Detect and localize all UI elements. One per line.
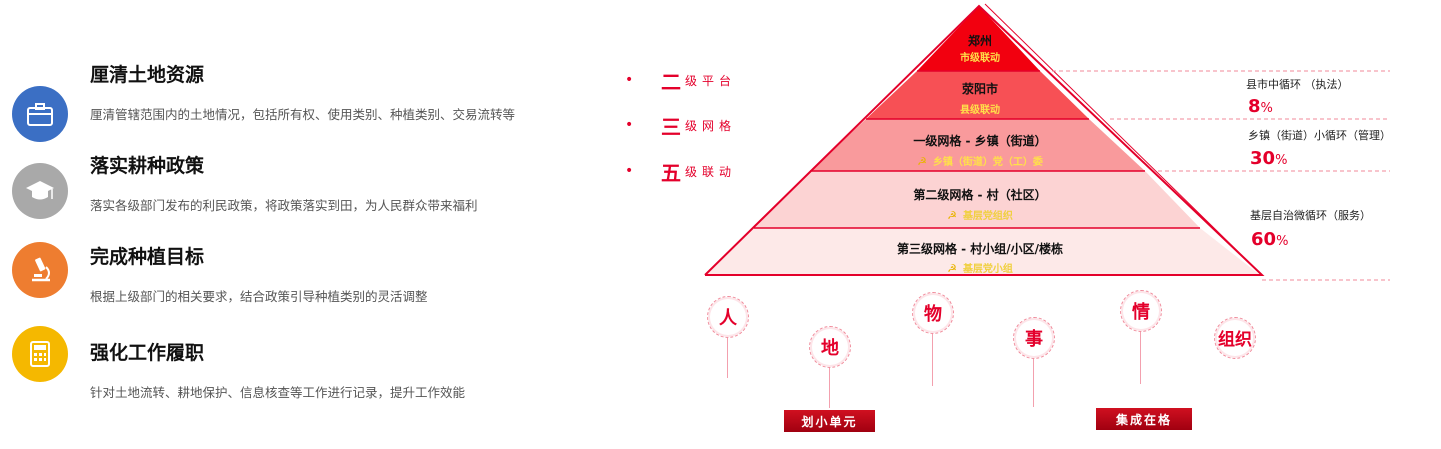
node-ring bbox=[707, 296, 749, 338]
tier-sub-label: 乡镇（街道）党（工）委 bbox=[932, 157, 1043, 168]
node-stem bbox=[932, 334, 933, 386]
pyramid-tier-4 bbox=[754, 171, 1200, 228]
briefcase-icon bbox=[12, 86, 68, 142]
tag-integrate-grid: 集成在格 bbox=[1096, 408, 1192, 430]
feature-desc: 落实各级部门发布的利民政策，将政策落实到田，为人民群众带来福利 bbox=[90, 198, 478, 213]
tier-main-label: 一级网格 - 乡镇（街道） bbox=[913, 134, 1047, 148]
node-ring bbox=[1120, 290, 1162, 332]
loop-percent-township: 30% bbox=[1250, 148, 1288, 169]
feature-item-planting-target: 完成种植目标 根据上级部门的相关要求，结合政策引导种植类别的灵活调整 bbox=[12, 242, 572, 322]
loop-label-county: 县市中循环 （执法） bbox=[1246, 78, 1349, 91]
node-ring bbox=[809, 326, 851, 368]
node-ring bbox=[1013, 317, 1055, 359]
node-char: 组织 bbox=[1218, 330, 1252, 350]
pyramid-outline bbox=[704, 4, 1265, 276]
element-node-things: 物 bbox=[912, 292, 954, 386]
party-emblem-icon: ☭ bbox=[947, 262, 957, 275]
feature-desc: 厘清管辖范围内的土地情况，包括所有权、使用类别、种植类别、交易流转等 bbox=[90, 107, 516, 122]
bullet-dot: • bbox=[625, 72, 634, 88]
pyramid-separators bbox=[754, 70, 1200, 229]
microscope-icon bbox=[12, 242, 68, 298]
feature-title: 强化工作履职 bbox=[90, 342, 205, 364]
pyramid-tier-5 bbox=[705, 228, 1260, 275]
node-char: 地 bbox=[821, 338, 839, 359]
node-char: 情 bbox=[1132, 302, 1150, 323]
tier-sub-label: 基层党小组 bbox=[962, 264, 1013, 275]
pyramid-tier-2 bbox=[866, 71, 1089, 119]
bullet-dot: • bbox=[625, 117, 634, 133]
node-stem bbox=[829, 368, 830, 408]
bullet-big-char: 三 bbox=[661, 114, 681, 139]
tier-main-label: 第二级网格 - 村（社区） bbox=[913, 188, 1047, 202]
calculator-icon bbox=[12, 326, 68, 382]
tier-sub-label: 基层党组织 bbox=[962, 211, 1013, 222]
bullet-three-level-grid: • 三 级网格 bbox=[625, 113, 737, 139]
element-node-situation: 情 bbox=[1120, 290, 1162, 384]
pyramid-label-tier-4: 第二级网格 - 村（社区） ☭ 基层党组织 bbox=[860, 186, 1100, 222]
party-emblem-icon: ☭ bbox=[917, 155, 927, 168]
bullet-big-char: 二 bbox=[661, 69, 681, 94]
loop-guide-lines bbox=[1052, 70, 1390, 281]
element-node-affairs: 事 bbox=[1013, 317, 1055, 407]
node-char: 人 bbox=[719, 308, 737, 329]
tier-main-label: 荥阳市 bbox=[961, 82, 998, 96]
element-node-people: 人 bbox=[707, 296, 749, 378]
tier-main-label: 郑州 bbox=[967, 34, 992, 48]
loop-label-grassroots: 基层自治微循环（服务） bbox=[1250, 209, 1371, 222]
bullet-small-text: 级网格 bbox=[685, 118, 737, 133]
element-node-organization: 组织 bbox=[1214, 317, 1256, 359]
party-emblem-icon: ☭ bbox=[947, 209, 957, 222]
graduation-cap-icon bbox=[12, 163, 68, 219]
tier-sub-label: 县级联动 bbox=[960, 105, 1000, 116]
pyramid-tier-3 bbox=[810, 119, 1145, 171]
node-ring bbox=[1214, 317, 1256, 359]
pyramid-label-tier-2: 荥阳市 县级联动 bbox=[930, 80, 1030, 116]
tier-main-label: 第三级网格 - 村小组/小区/楼栋 bbox=[896, 242, 1064, 256]
feature-desc: 针对土地流转、耕地保护、信息核查等工作进行记录，提升工作效能 bbox=[90, 385, 466, 400]
bullet-small-text: 级联动 bbox=[685, 164, 737, 179]
element-node-land: 地 bbox=[809, 326, 851, 408]
bullet-big-char: 五 bbox=[661, 160, 681, 185]
feature-item-land-resources: 厘清土地资源 厘清管辖范围内的土地情况，包括所有权、使用类别、种植类别、交易流转… bbox=[12, 60, 572, 142]
feature-desc: 根据上级部门的相关要求，结合政策引导种植类别的灵活调整 bbox=[90, 289, 428, 304]
bullet-two-level-platform: • 二 级平台 bbox=[625, 68, 737, 94]
tag-divide-units: 划小单元 bbox=[784, 410, 875, 432]
bullet-five-level-linkage: • 五 级联动 bbox=[625, 159, 737, 185]
node-ring bbox=[912, 292, 954, 334]
loop-label-township: 乡镇（街道）小循环（管理） bbox=[1248, 129, 1391, 142]
pyramid-edge-shadow bbox=[984, 3, 1263, 276]
tier-sub-label: 市级联动 bbox=[960, 53, 1000, 64]
node-stem bbox=[727, 338, 728, 378]
feature-item-work-duty: 强化工作履职 针对土地流转、耕地保护、信息核查等工作进行记录，提升工作效能 bbox=[12, 326, 572, 418]
feature-title: 厘清土地资源 bbox=[90, 64, 205, 86]
node-char: 事 bbox=[1025, 329, 1043, 350]
bullet-dot: • bbox=[625, 163, 634, 179]
pyramid-label-tier-3: 一级网格 - 乡镇（街道） ☭ 乡镇（街道）党（工）委 bbox=[880, 132, 1080, 168]
node-stem bbox=[1033, 359, 1034, 407]
node-stem bbox=[1140, 332, 1141, 384]
pyramid-label-tier-5: 第三级网格 - 村小组/小区/楼栋 ☭ 基层党小组 bbox=[850, 240, 1110, 275]
feature-title: 完成种植目标 bbox=[90, 246, 205, 268]
node-char: 物 bbox=[924, 304, 942, 325]
feature-title: 落实耕种政策 bbox=[90, 155, 205, 177]
pyramid-tier-1 bbox=[917, 6, 1040, 71]
loop-percent-grassroots: 60% bbox=[1251, 229, 1289, 250]
pyramid-label-tier-1: 郑州 市级联动 bbox=[940, 32, 1020, 64]
feature-item-farming-policy: 落实耕种政策 落实各级部门发布的利民政策，将政策落实到田，为人民群众带来福利 bbox=[12, 151, 572, 231]
bullet-small-text: 级平台 bbox=[685, 73, 737, 88]
loop-percent-county: 8% bbox=[1248, 96, 1273, 117]
